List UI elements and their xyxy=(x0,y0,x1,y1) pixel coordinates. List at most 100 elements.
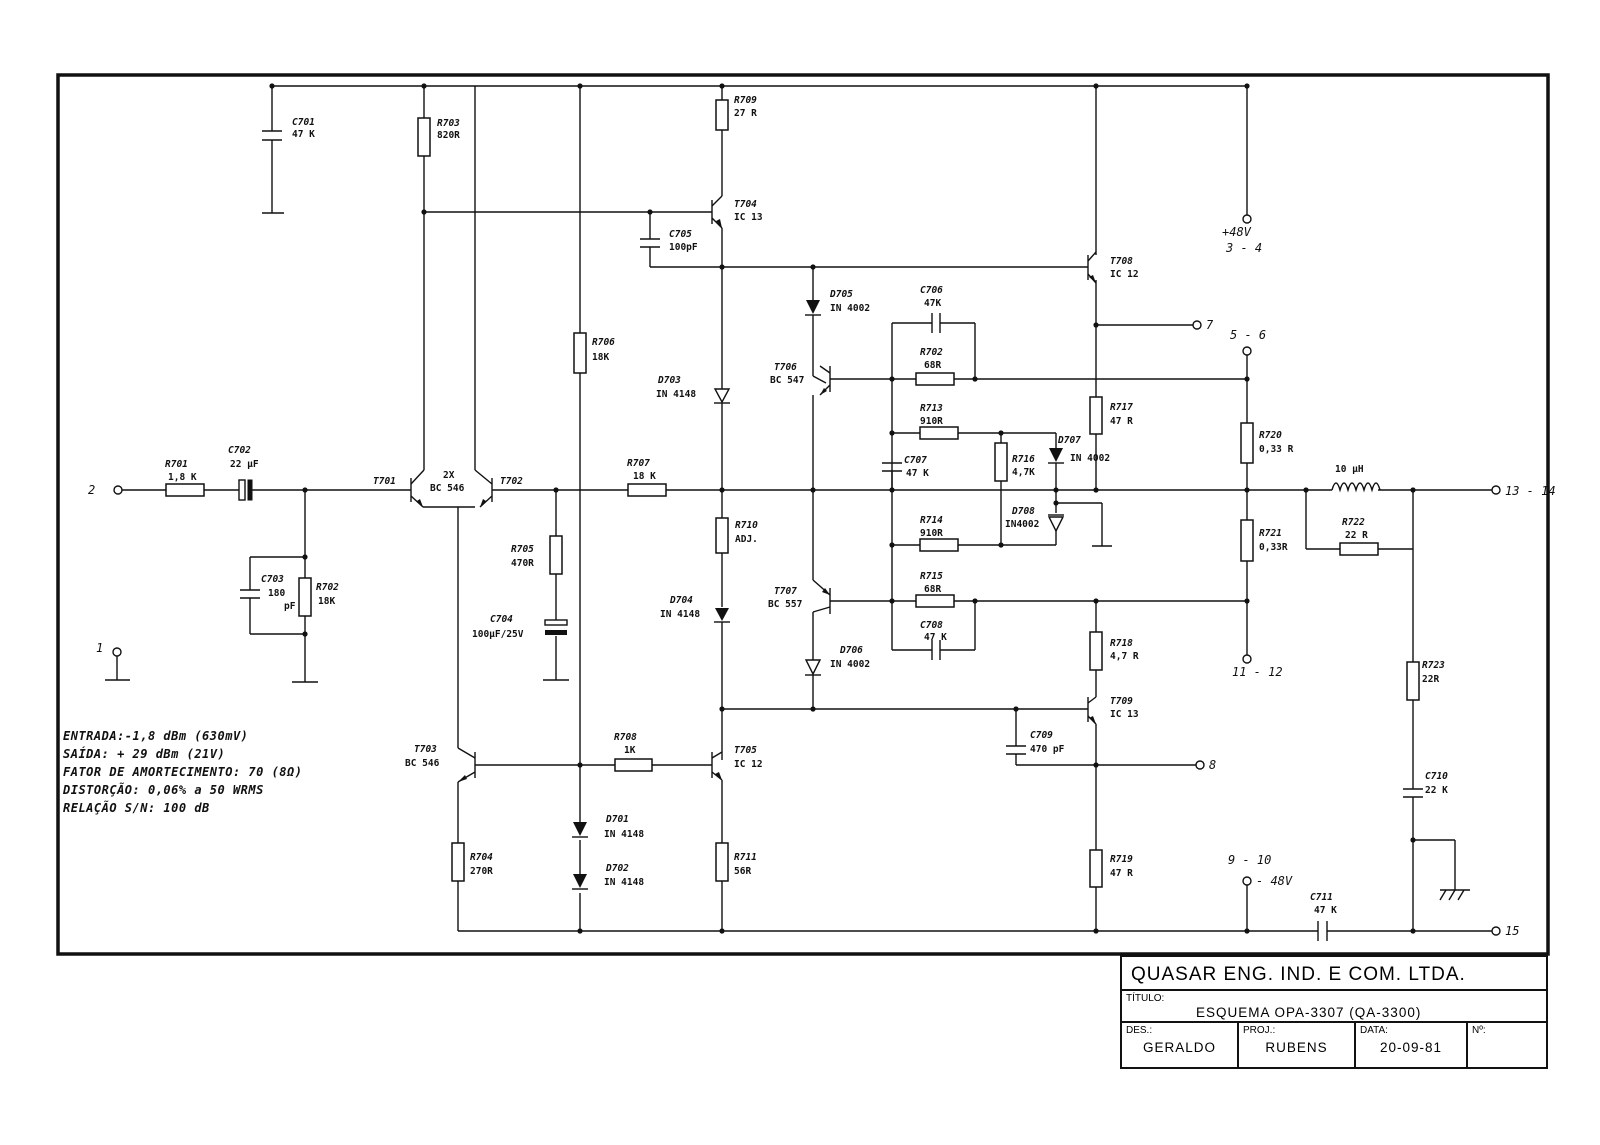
label-r706-value: 18K xyxy=(592,352,609,363)
transistor-t706 xyxy=(819,365,831,396)
terminal-3-4-label: 3 - 4 xyxy=(1225,241,1262,255)
spec-line-entrada: ENTRADA:-1,8 dBm (630mV) xyxy=(63,729,248,743)
label-t709-value: IC 13 xyxy=(1110,709,1139,720)
label-t703-ref: T703 xyxy=(414,744,437,755)
label-c704-ref: C704 xyxy=(490,614,513,625)
proj-value: RUBENS xyxy=(1265,1040,1328,1055)
capacitor-c704 xyxy=(544,619,568,635)
label-t702-ref: T702 xyxy=(500,476,523,487)
resistor-r705 xyxy=(549,535,563,575)
resistor-r722 xyxy=(1339,542,1379,556)
terminal-1-label: 1 xyxy=(96,641,103,655)
wiring xyxy=(105,85,1492,932)
label-c710-value: 22 K xyxy=(1425,785,1448,796)
label-d704-value: IN 4148 xyxy=(660,609,700,620)
diodes xyxy=(572,300,1065,890)
resistor-r716 xyxy=(994,442,1008,482)
resistor-r704 xyxy=(451,842,465,882)
label-r719-value: 47 R xyxy=(1110,868,1133,879)
label-t708-value: IC 12 xyxy=(1110,269,1139,280)
label-pair-value: BC 546 xyxy=(430,483,465,494)
label-d708-ref: D708 xyxy=(1011,506,1035,517)
label-r705-value: 470R xyxy=(511,558,534,569)
label-r703-value: 820R xyxy=(437,130,460,141)
resistor-r723 xyxy=(1406,661,1420,701)
transistor-t704 xyxy=(711,195,723,229)
label-r720-ref: R720 xyxy=(1259,430,1282,441)
diode-d705 xyxy=(805,300,821,316)
transistors xyxy=(410,195,1097,783)
label-d705-ref: D705 xyxy=(829,289,853,300)
label-d701-ref: D701 xyxy=(605,814,629,825)
diode-d707 xyxy=(1048,448,1064,464)
number-label: Nº: xyxy=(1472,1025,1486,1036)
titulo-value: ESQUEMA OPA-3307 (QA-3300) xyxy=(1196,1005,1422,1020)
title-block: QUASAR ENG. IND. E COM. LTDA. TÍTULO: ES… xyxy=(1120,955,1548,1069)
label-r720-value: 0,33 R xyxy=(1259,444,1294,455)
label-t707-value: BC 557 xyxy=(768,599,802,610)
data-label: DATA: xyxy=(1360,1025,1388,1036)
spec-line-relacao: RELAÇÃO S/N: 100 dB xyxy=(63,800,210,815)
label-r711-ref: R711 xyxy=(734,852,757,863)
terminal-plus48-label: +48V xyxy=(1222,225,1252,239)
terminals xyxy=(112,214,1501,936)
label-c703-unit: pF xyxy=(284,601,296,612)
label-r710-ref: R710 xyxy=(735,520,758,531)
label-c702-value: 22 μF xyxy=(230,459,259,470)
label-c710-ref: C710 xyxy=(1425,771,1448,782)
resistor-r708 xyxy=(614,758,653,772)
label-c701-value: 47 K xyxy=(292,129,315,140)
spec-notes: ENTRADA:-1,8 dBm (630mV) SAÍDA: + 29 dBm… xyxy=(62,729,302,815)
label-r716-value: 4,7K xyxy=(1012,467,1035,478)
capacitor-c705 xyxy=(640,238,660,248)
label-r704-ref: R704 xyxy=(470,852,493,863)
label-c703-ref: C703 xyxy=(261,574,284,585)
label-t708-ref: T708 xyxy=(1110,256,1133,267)
terminal-5-6-label: 5 - 6 xyxy=(1230,328,1266,342)
label-t704-value: IC 13 xyxy=(734,212,763,223)
terminal-11-12-label: 11 - 12 xyxy=(1232,665,1283,679)
spec-line-saida: SAÍDA: + 29 dBm (21V) xyxy=(63,746,225,761)
label-r709-value: 27 R xyxy=(734,108,757,119)
label-r701-value: 1,8 K xyxy=(168,472,197,483)
title-row: TÍTULO: ESQUEMA OPA-3307 (QA-3300) xyxy=(1122,991,1546,1023)
label-r722-ref: R722 xyxy=(1342,517,1365,528)
capacitor-c708 xyxy=(931,640,941,660)
label-t706-value: BC 547 xyxy=(770,375,804,386)
label-c704-value: 100μF/25V xyxy=(472,629,524,640)
label-r704-value: 270R xyxy=(470,866,493,877)
label-c708-value: 47 K xyxy=(924,632,947,643)
capacitor-c706 xyxy=(931,313,941,333)
label-r707-ref: R707 xyxy=(627,458,650,469)
resistor-r721 xyxy=(1240,519,1254,562)
label-inductor-value: 10 μH xyxy=(1335,464,1364,475)
label-t701-ref: T701 xyxy=(373,476,396,487)
des-value: GERALDO xyxy=(1142,1040,1217,1055)
label-d704-ref: D704 xyxy=(669,595,693,606)
label-t706-ref: T706 xyxy=(774,362,797,373)
label-r705-ref: R705 xyxy=(511,544,534,555)
label-r701-ref: R701 xyxy=(165,459,188,470)
transistor-t707 xyxy=(812,579,831,614)
label-t705-ref: T705 xyxy=(734,745,757,756)
titulo-label: TÍTULO: xyxy=(1126,993,1165,1004)
label-r708-value: 1K xyxy=(624,745,636,756)
terminal-15-label: 15 xyxy=(1505,924,1519,938)
label-c709-value: 470 pF xyxy=(1030,744,1065,755)
resistor-r709 xyxy=(715,99,729,131)
resistor-r715 xyxy=(915,594,955,608)
label-r709-ref: R709 xyxy=(734,95,757,106)
label-c702-ref: C702 xyxy=(228,445,251,456)
label-d702-value: IN 4148 xyxy=(604,877,644,888)
capacitor-c703 xyxy=(240,589,260,599)
capacitors xyxy=(238,130,1423,941)
diode-d702 xyxy=(572,874,588,890)
label-r723-ref: R723 xyxy=(1422,660,1445,671)
label-d703-ref: D703 xyxy=(657,375,681,386)
resistor-r717 xyxy=(1089,396,1103,435)
label-pair-ref: 2X xyxy=(443,470,455,481)
resistor-r707 xyxy=(627,483,667,497)
label-t705-value: IC 12 xyxy=(734,759,763,770)
label-t704-ref: T704 xyxy=(734,199,757,210)
